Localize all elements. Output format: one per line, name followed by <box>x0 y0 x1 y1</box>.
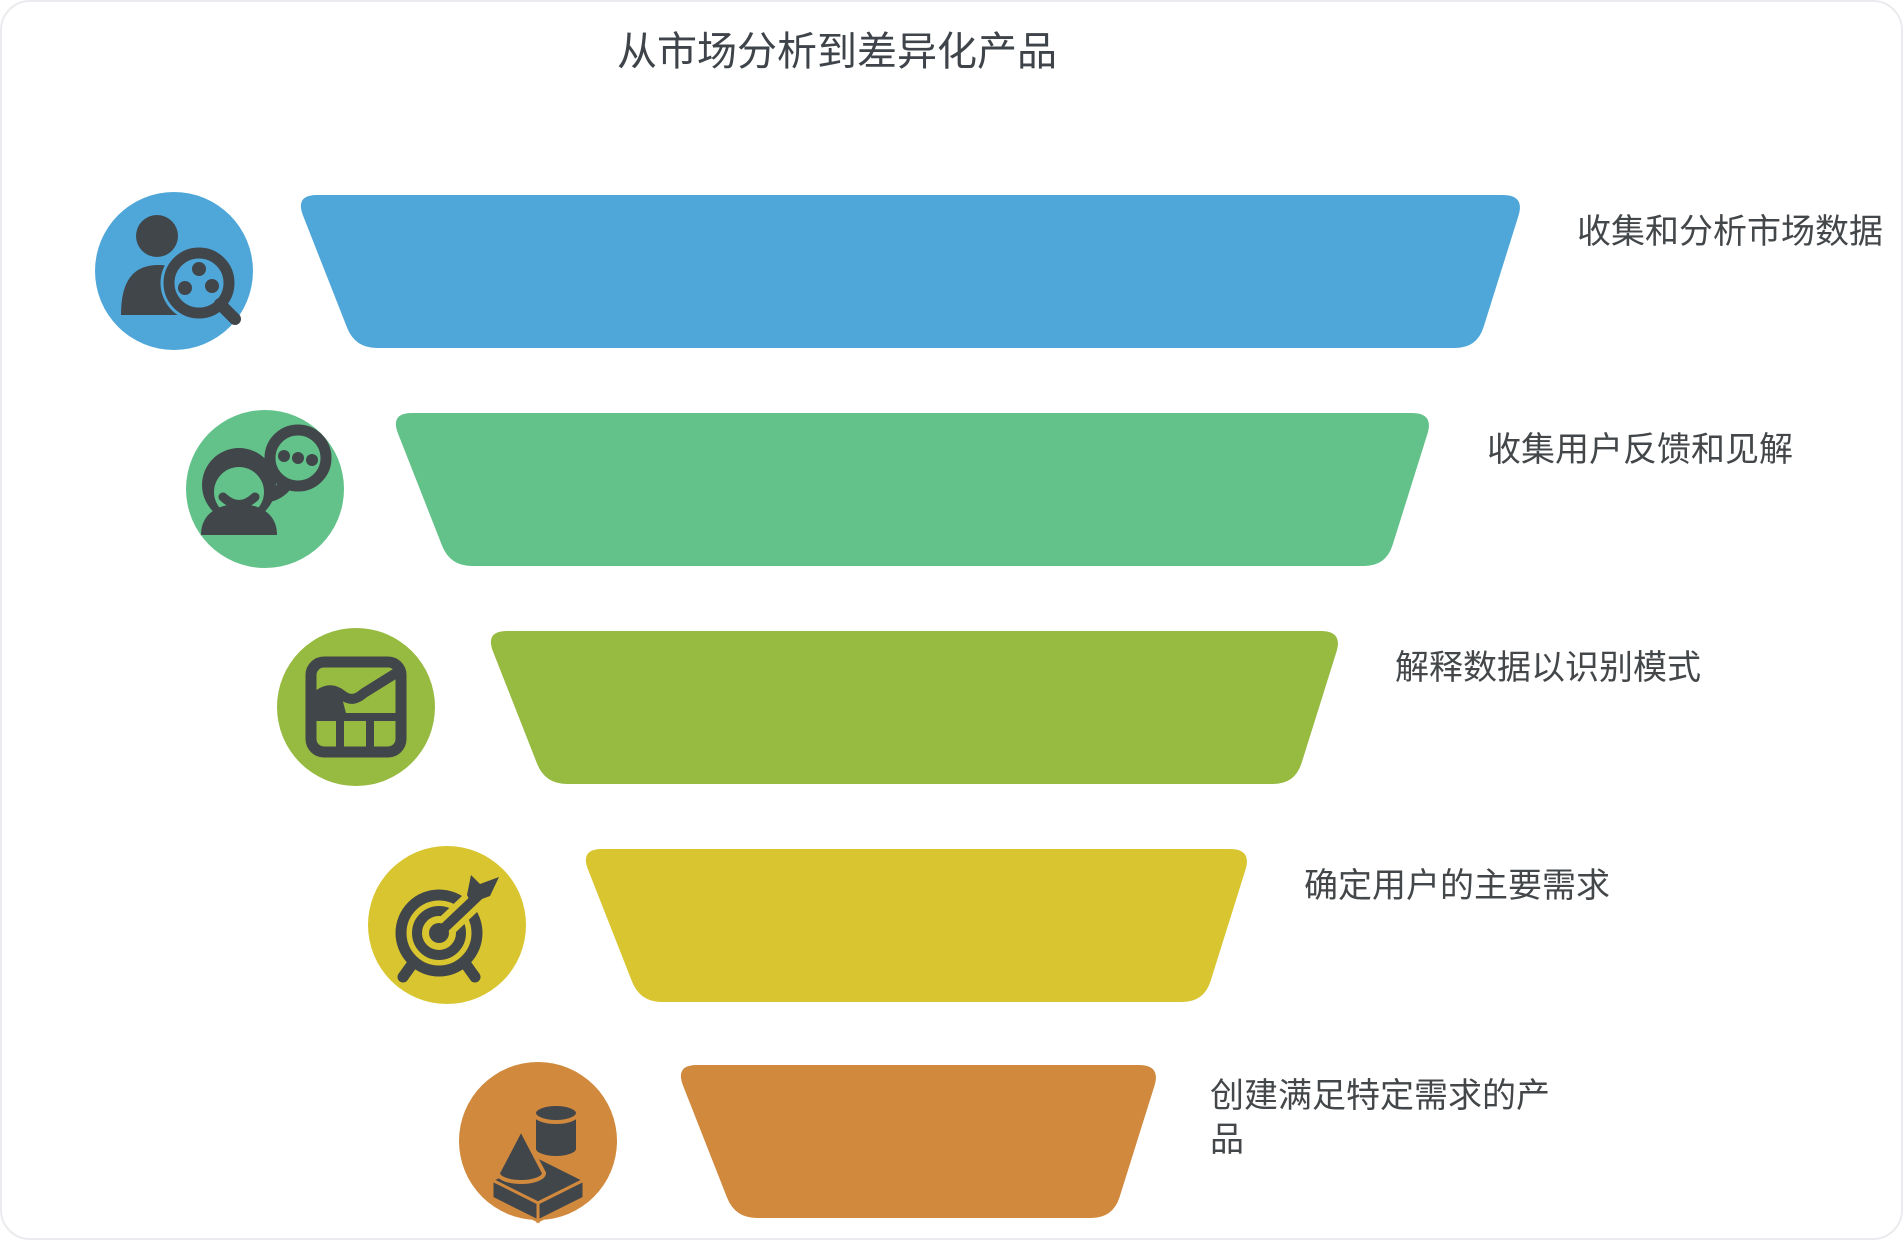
funnel-stage-market-data <box>95 192 1520 350</box>
stage-label-market-data: 收集和分析市场数据 <box>1577 213 1883 251</box>
funnel-bar-interpret-data <box>490 631 1338 784</box>
target-dart-icon <box>395 875 499 983</box>
funnel-stage-interpret-data <box>277 628 1338 786</box>
funnel-bar-user-feedback <box>395 413 1429 566</box>
funnel-bar-create-product <box>680 1065 1156 1218</box>
chart-grid-icon <box>305 656 407 758</box>
funnel-stage-create-product <box>459 1062 1156 1224</box>
stage-label-user-feedback: 收集用户反馈和见解 <box>1487 431 1793 469</box>
funnel-bar-key-needs <box>585 849 1247 1002</box>
stage-label-interpret-data: 解释数据以识别模式 <box>1395 649 1701 687</box>
funnel-stage-key-needs <box>368 846 1247 1004</box>
stage-label-key-needs: 确定用户的主要需求 <box>1304 867 1610 905</box>
page-title: 从市场分析到差异化产品 <box>617 30 1057 74</box>
user-search-icon <box>121 215 241 325</box>
funnel-bar-market-data <box>300 195 1520 348</box>
funnel-stage-user-feedback <box>186 410 1429 568</box>
stage-icon-circle <box>277 628 435 786</box>
stage-label-create-product: 创建满足特定需求的产品 <box>1210 1077 1550 1159</box>
user-chat-icon <box>201 424 332 535</box>
product-shapes-icon <box>488 1102 588 1224</box>
